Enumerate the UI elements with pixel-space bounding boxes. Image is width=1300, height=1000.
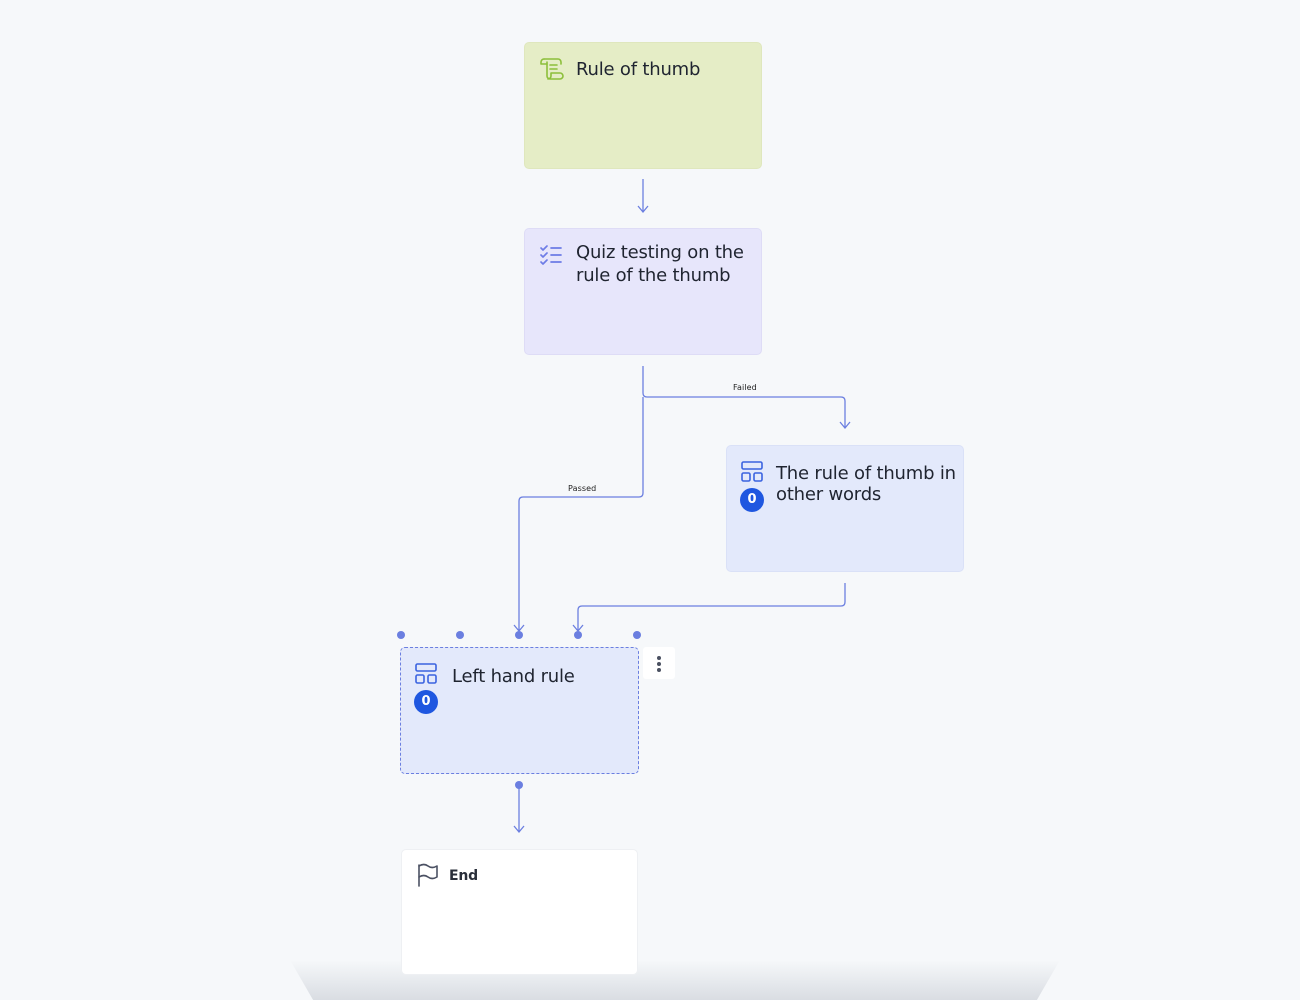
connection-handle[interactable] <box>633 631 641 639</box>
node-other-words[interactable]: 0 The rule of thumb in other words <box>726 445 964 572</box>
connection-handle[interactable] <box>397 631 405 639</box>
node-title: Rule of thumb <box>576 59 701 80</box>
node-options-button[interactable] <box>643 647 675 679</box>
layout-icon <box>413 661 439 687</box>
connection-handle[interactable] <box>515 631 523 639</box>
checklist-icon <box>538 242 564 268</box>
count-badge: 0 <box>414 690 438 714</box>
node-end[interactable]: End <box>401 849 638 975</box>
scroll-icon <box>538 56 564 82</box>
node-title: The rule of thumb in other words <box>776 463 956 505</box>
node-quiz[interactable]: Quiz testing on the rule of the thumb <box>524 228 762 355</box>
node-title: Left hand rule <box>452 666 575 687</box>
connector-passed <box>513 397 644 633</box>
layout-icon <box>739 459 765 485</box>
node-title: Quiz testing on the rule of the thumb <box>576 242 744 286</box>
node-rule-of-thumb[interactable]: Rule of thumb <box>524 42 762 169</box>
connector-failed <box>642 366 851 430</box>
dot <box>657 662 661 666</box>
connection-handle[interactable] <box>574 631 582 639</box>
node-left-hand-rule[interactable]: 0 Left hand rule <box>400 647 639 774</box>
flag-icon <box>415 862 441 888</box>
edge-label-passed: Passed <box>568 484 597 493</box>
connection-handle[interactable] <box>515 781 523 789</box>
dot <box>657 656 661 660</box>
count-badge: 0 <box>740 488 764 512</box>
connection-handle[interactable] <box>456 631 464 639</box>
edge-label-failed: Failed <box>733 383 757 392</box>
dot <box>657 668 661 672</box>
connector-start-to-quiz <box>637 179 649 214</box>
connector-other-to-left <box>572 583 846 633</box>
node-title: End <box>449 868 478 884</box>
connector-left-to-end <box>513 785 525 834</box>
